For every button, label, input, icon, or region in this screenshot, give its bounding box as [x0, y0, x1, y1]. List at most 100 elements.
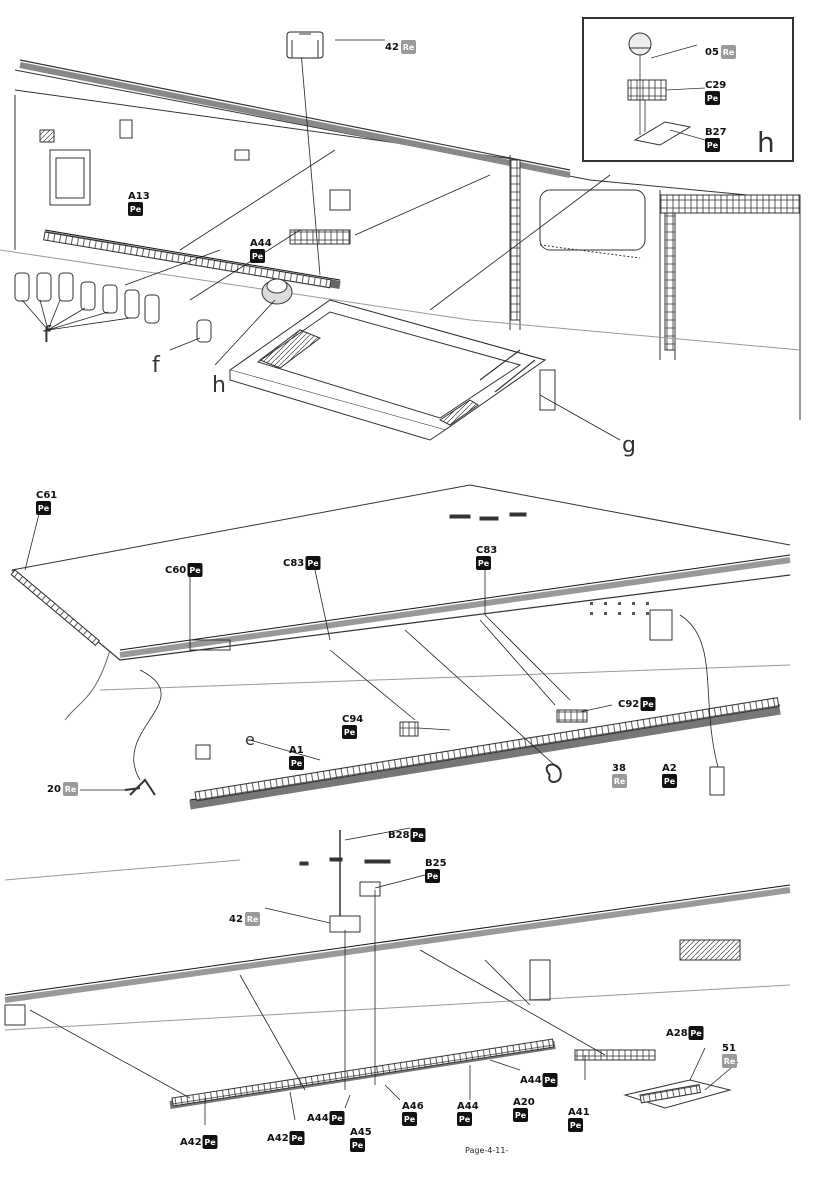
- tag-label: Pe: [204, 1138, 216, 1147]
- tag-label: Pe: [130, 205, 142, 214]
- step-letter-e: e: [245, 730, 255, 749]
- pe-tag-badge: [187, 563, 203, 577]
- part-number: 38: [612, 763, 626, 774]
- pe-tag-badge: [36, 501, 51, 515]
- step-letter-h: h: [212, 373, 226, 398]
- tag-label: Pe: [344, 728, 356, 737]
- pe-tag-badge: [640, 697, 656, 711]
- part-number: B28: [388, 830, 410, 841]
- tag-label: Pe: [664, 777, 676, 786]
- pe-tag-badge: [688, 1026, 704, 1040]
- pe-tag-badge: [476, 556, 491, 570]
- pe-tag-badge: [410, 828, 426, 842]
- tag-label: Re: [723, 48, 735, 57]
- inset-letter-h: h: [757, 126, 775, 159]
- re-tag-badge: [722, 1054, 737, 1068]
- pe-tag-badge: [457, 1112, 472, 1126]
- step-letters: f f h g e h: [43, 126, 775, 749]
- part-number: C61: [36, 490, 57, 501]
- part-number: A44: [457, 1101, 479, 1112]
- part-number: A41: [568, 1107, 590, 1118]
- part-number: A28: [666, 1028, 688, 1039]
- pe-tag-badge: [250, 249, 265, 263]
- tag-label: Pe: [642, 700, 654, 709]
- part-number: A44: [250, 238, 272, 249]
- pe-tag-badge: [202, 1135, 218, 1149]
- tag-label: Pe: [291, 1134, 303, 1143]
- part-number: C92: [618, 699, 639, 710]
- part-number: C60: [165, 565, 186, 576]
- pe-tag-badge: [513, 1108, 528, 1122]
- pe-tag-badge: [542, 1073, 558, 1087]
- pe-tag-badge: [402, 1112, 417, 1126]
- step-letter-f: f: [152, 353, 161, 378]
- pe-tag-badge: [425, 869, 440, 883]
- tag-label: Pe: [38, 504, 50, 513]
- re-tag-badge: [63, 782, 78, 796]
- pe-tag-badge: [289, 1131, 305, 1145]
- tag-label: Re: [247, 915, 259, 924]
- tag-label: Re: [65, 785, 77, 794]
- pe-tag-badge: [705, 91, 720, 105]
- part-number: A44: [520, 1075, 542, 1086]
- tag-label: Pe: [478, 559, 490, 568]
- pe-tag-badge: [568, 1118, 583, 1132]
- tag-label: Pe: [690, 1029, 702, 1038]
- part-number: C83: [283, 558, 304, 569]
- tag-label: Pe: [570, 1121, 582, 1130]
- part-number: A42: [180, 1137, 202, 1148]
- tag-label: Pe: [707, 94, 719, 103]
- part-number: C29: [705, 80, 726, 91]
- tag-label: Pe: [307, 559, 319, 568]
- part-number: B27: [705, 127, 727, 138]
- part-number: 51: [722, 1043, 736, 1054]
- tag-label: Pe: [515, 1111, 527, 1120]
- pe-tag-badge: [350, 1138, 365, 1152]
- re-tag-badge: [401, 40, 416, 54]
- part-number: A46: [402, 1101, 424, 1112]
- tag-label: Pe: [412, 831, 424, 840]
- page-number: Page-4-11-: [465, 1146, 508, 1155]
- tag-label: Re: [724, 1057, 736, 1066]
- part-number: A1: [289, 745, 304, 756]
- tag-label: Pe: [459, 1115, 471, 1124]
- step-letter-f: f: [43, 323, 52, 348]
- tag-label: Pe: [331, 1114, 343, 1123]
- part-number: 42: [385, 42, 399, 53]
- part-number: A13: [128, 191, 150, 202]
- tag-label: Re: [614, 777, 626, 786]
- pe-tag-badge: [128, 202, 143, 216]
- pe-tag-badge: [329, 1111, 345, 1125]
- middle-assembly: [10, 484, 791, 810]
- re-tag-badge: [721, 45, 736, 59]
- re-tag-badge: [245, 912, 260, 926]
- bottom-assembly: [4, 827, 791, 1125]
- tag-label: Pe: [544, 1076, 556, 1085]
- part-number: 42: [229, 914, 243, 925]
- callout-42-bottom: 42 Re: [229, 912, 260, 926]
